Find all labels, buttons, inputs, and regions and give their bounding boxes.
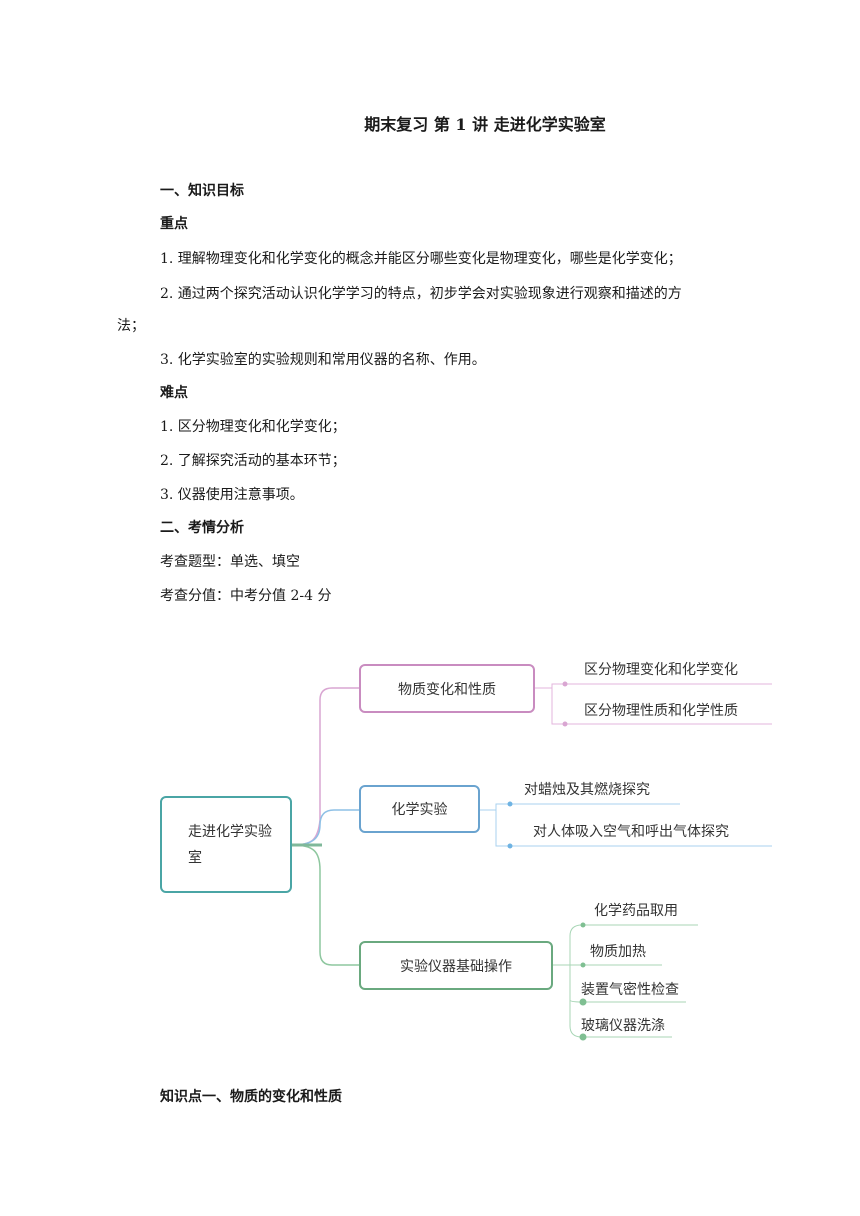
key-point-2: 2. 通过两个探究活动认识化学学习的特点，初步学会对实验现象进行观察和描述的方 [160, 286, 682, 302]
section-heading-exam-analysis: 二、考情分析 [160, 520, 244, 536]
difficult-point-1: 1. 区分物理变化和化学变化； [160, 419, 346, 435]
mindmap-leaf: 对人体吸入空气和呼出气体探究 [533, 824, 729, 840]
mindmap-leaf: 对蜡烛及其燃烧探究 [524, 782, 650, 798]
key-points-heading: 重点 [160, 216, 188, 232]
mindmap-root-label: 走进化学实验室 [188, 823, 272, 866]
exam-score: 考查分值：中考分值 2-4 分 [160, 588, 332, 604]
section-heading-knowledge-goals: 一、知识目标 [160, 183, 244, 199]
branch-label: 实验仪器基础操作 [400, 958, 512, 975]
key-point-1: 1. 理解物理变化和化学变化的概念并能区分哪些变化是物理变化，哪些是化学变化； [160, 251, 682, 267]
mindmap-branch-instrument-operation: 实验仪器基础操作 [359, 941, 553, 990]
branch-label: 化学实验 [391, 802, 448, 818]
mindmap-leaf: 化学药品取用 [594, 903, 678, 919]
key-point-3: 3. 化学实验室的实验规则和常用仪器的名称、作用。 [160, 352, 486, 368]
mindmap-leaf: 装置气密性检查 [581, 982, 679, 998]
page-title: 期末复习 第 1 讲 走进化学实验室 [364, 115, 606, 134]
mindmap-root-node: 走进化学实验室 [160, 796, 292, 893]
key-point-2-continued: 法； [117, 318, 145, 334]
difficult-point-3: 3. 仪器使用注意事项。 [160, 487, 304, 503]
mindmap-leaf: 物质加热 [590, 944, 646, 960]
knowledge-point-heading: 知识点一、物质的变化和性质 [160, 1089, 342, 1105]
mindmap-branch-chem-experiment: 化学实验 [359, 785, 480, 833]
mindmap-branch-matter-change: 物质变化和性质 [359, 664, 535, 713]
difficult-point-2: 2. 了解探究活动的基本环节； [160, 453, 346, 469]
mindmap-leaf: 区分物理性质和化学性质 [584, 703, 738, 719]
difficult-points-heading: 难点 [160, 385, 188, 401]
exam-question-types: 考查题型：单选、填空 [160, 554, 300, 570]
mindmap-leaf: 区分物理变化和化学变化 [584, 662, 738, 678]
mindmap-leaf: 玻璃仪器洗涤 [581, 1018, 665, 1034]
branch-label: 物质变化和性质 [398, 681, 496, 698]
